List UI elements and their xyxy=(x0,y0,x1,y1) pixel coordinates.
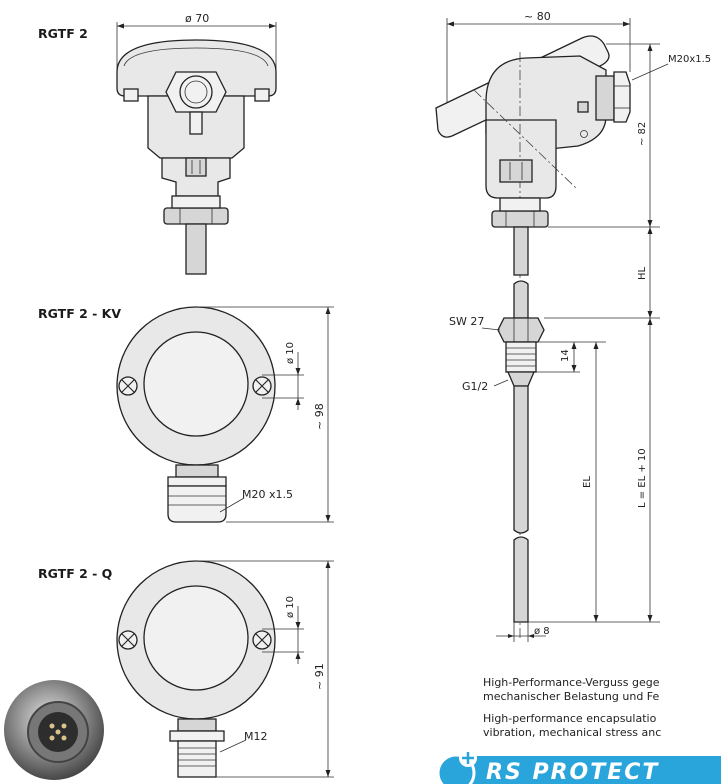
dim-q-connector: M12 xyxy=(244,730,268,743)
plus-badge-icon xyxy=(459,749,477,767)
dim-tube-diameter: ø 8 xyxy=(534,626,550,637)
brand-name: RS PROTECT xyxy=(486,760,659,784)
dim-head-height: ~ 82 xyxy=(637,122,648,146)
dim-side-gland: M20x1.5 xyxy=(668,54,711,65)
caption-de-line2: mechanischer Belastung und Fe xyxy=(483,690,660,703)
rgtf2kv-drawing: RGTF 2 - KV ø 10 ~ 98 M20 x1.5 xyxy=(38,306,334,523)
dim-wrench: SW 27 xyxy=(449,315,484,328)
dim-total-length: L = EL + 10 xyxy=(637,448,648,508)
dim-hl: HL xyxy=(637,266,648,280)
dim-thread: G1/2 xyxy=(462,380,488,393)
dim-kv-height: ~ 98 xyxy=(313,403,326,430)
caption-en-line2: vibration, mechanical stress anc xyxy=(483,726,661,739)
side-view-drawing: ~ 80 xyxy=(435,10,711,642)
dim-top-width: ø 70 xyxy=(185,12,209,25)
dim-q-hole: ø 10 xyxy=(285,596,296,618)
dim-kv-gland: M20 x1.5 xyxy=(242,488,293,501)
rgtf2q-drawing: RGTF 2 - Q ø 10 ~ 91 M12 xyxy=(38,560,334,778)
rgtf2-drawing: RGTF 2 ø 70 xyxy=(38,12,277,275)
rgtf2kv-label: RGTF 2 - KV xyxy=(38,306,121,321)
rgtf2-label: RGTF 2 xyxy=(38,26,88,41)
caption-en-line1: High-performance encapsulatio xyxy=(483,712,657,725)
dim-thread-length: 14 xyxy=(560,349,571,362)
caption-block: High-Performance-Verguss gege mechanisch… xyxy=(483,676,661,739)
dim-side-width: ~ 80 xyxy=(524,10,551,23)
caption-de-line1: High-Performance-Verguss gege xyxy=(483,676,660,689)
brand-banner: RS PROTECT xyxy=(436,749,721,784)
rgtf2q-label: RGTF 2 - Q xyxy=(38,566,112,581)
m12-connector-photo xyxy=(4,680,104,780)
dim-el: EL xyxy=(582,476,593,488)
dim-kv-hole: ø 10 xyxy=(285,342,296,364)
dim-q-height: ~ 91 xyxy=(313,663,326,690)
